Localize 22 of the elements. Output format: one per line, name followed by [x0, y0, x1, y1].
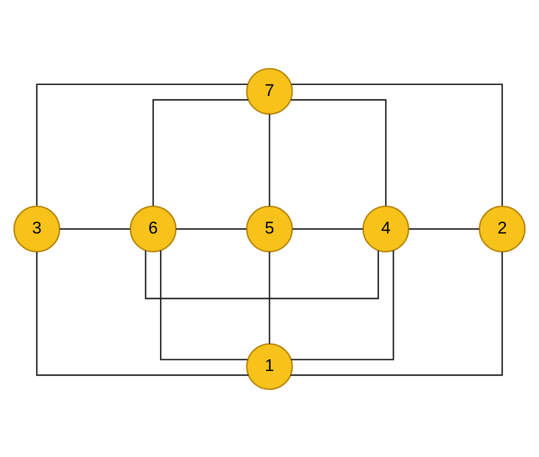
connector [290, 251, 503, 376]
node-circle: 5 [246, 205, 293, 252]
node-circle: 1 [246, 342, 293, 390]
connector [152, 98, 248, 206]
connector [290, 98, 387, 206]
node-circle: 4 [362, 205, 410, 252]
node-circle: 7 [246, 67, 293, 114]
connector [144, 250, 379, 299]
node-circle: 6 [130, 205, 177, 252]
connector [36, 83, 248, 206]
node-circle: 2 [478, 205, 526, 252]
connector [292, 228, 363, 230]
connector [176, 228, 247, 230]
connector [268, 251, 270, 344]
connector [36, 251, 248, 376]
connector [60, 228, 130, 230]
node-circle: 3 [13, 205, 60, 252]
connector [291, 250, 394, 360]
connector [408, 228, 480, 230]
connector [160, 250, 248, 360]
connector [268, 114, 270, 206]
connector [291, 83, 503, 206]
